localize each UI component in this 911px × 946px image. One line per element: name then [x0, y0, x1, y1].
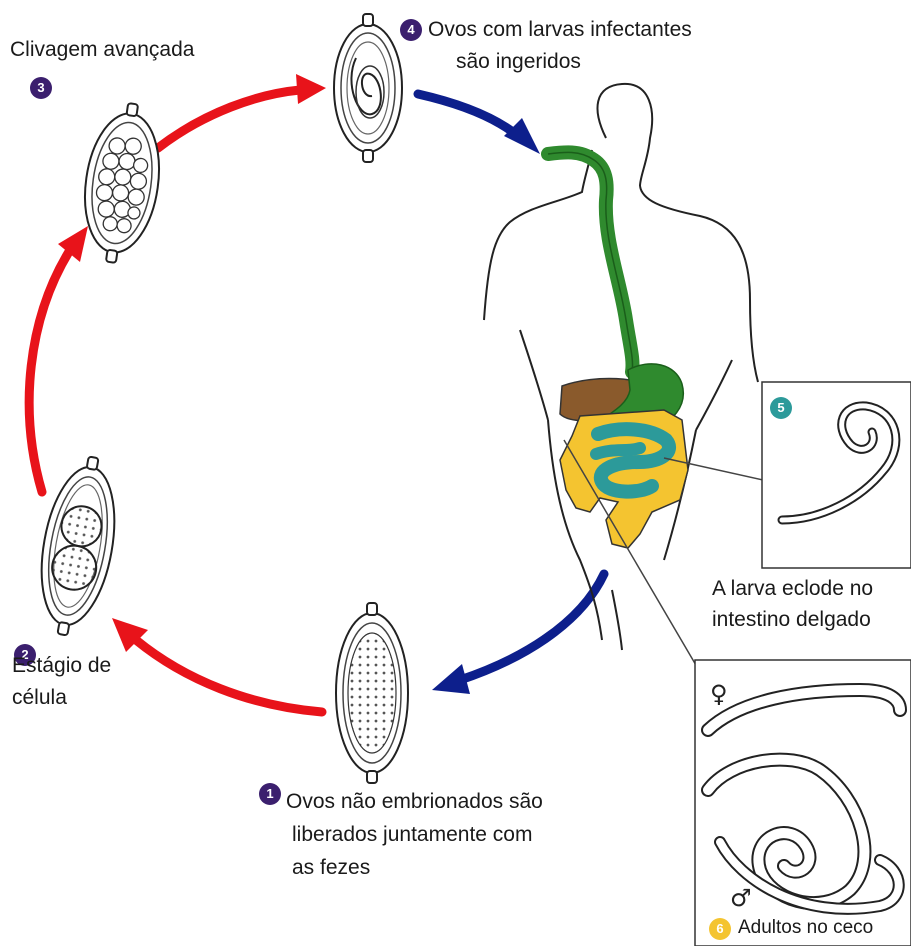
stage-1-badge: 1 [259, 783, 281, 805]
arrow-ingestion [418, 94, 540, 154]
human-body-outline [484, 84, 758, 650]
stage-3-label: Clivagem avançada [10, 35, 194, 65]
stage-2-label-line-2: célula [12, 683, 67, 713]
esophagus [548, 152, 633, 372]
stage-5-label-line-2: intestino delgado [712, 605, 871, 635]
arrow-stage2-to-3 [29, 226, 88, 492]
stage-1-label-line-3: as fezes [292, 853, 370, 883]
stage-5-label-line-1: A larva eclode no [712, 574, 873, 604]
egg-two-cell [29, 451, 127, 640]
stage-1-label-line-2: liberados juntamente com [292, 820, 532, 850]
arrow-excretion [432, 574, 604, 694]
stage-6-label: Adultos no ceco [738, 913, 873, 943]
stage-4-badge: 4 [400, 19, 422, 41]
male-symbol: ♂ [730, 884, 752, 912]
arrow-stage3-to-4 [158, 74, 326, 148]
female-symbol: ♀ [710, 680, 728, 708]
egg-larvated [334, 14, 402, 162]
stage-2-label-line-1: Estágio de [12, 651, 111, 681]
arrow-stage1-to-2 [112, 618, 322, 712]
stage-6-badge: 6 [709, 918, 731, 940]
stage-4-label-line-2: são ingeridos [456, 47, 581, 77]
stage-5-badge: 5 [770, 397, 792, 419]
stage-1-label-line-1: Ovos não embrionados são [286, 787, 543, 817]
egg-advanced-cleavage [75, 99, 169, 267]
stage-3-badge: 3 [30, 77, 52, 99]
egg-unembryonated [336, 603, 408, 783]
stage-4-label-line-1: Ovos com larvas infectantes [428, 15, 692, 45]
